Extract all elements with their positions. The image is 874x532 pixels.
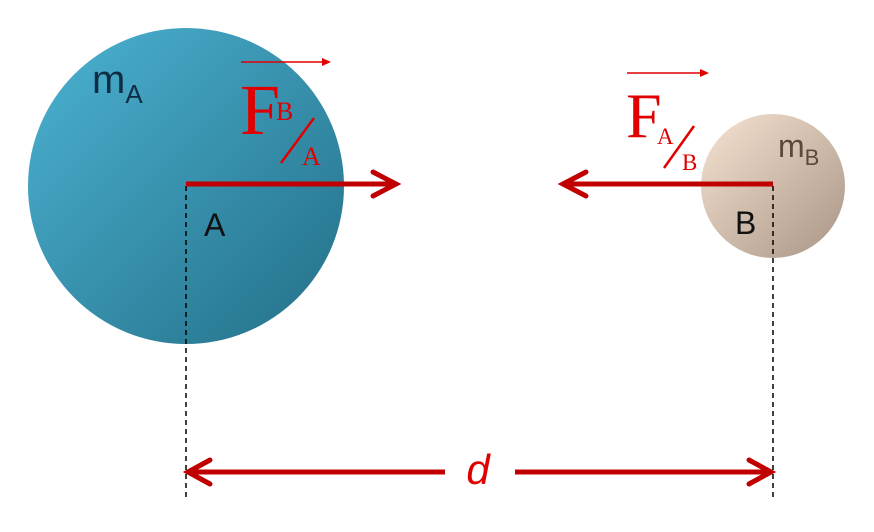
force-a-on-b-denominator: B <box>682 150 697 175</box>
force-arrow-b-on-a <box>186 169 402 199</box>
distance-label: d <box>466 446 491 493</box>
distance-arrow <box>182 457 777 487</box>
force-label-a-on-b: F A B <box>626 69 709 175</box>
force-a-on-b-slash <box>662 125 696 169</box>
vector-arrowhead-icon <box>700 69 709 77</box>
vector-arrowhead-icon <box>322 58 331 66</box>
force-a-on-b-symbol: F <box>626 80 662 151</box>
force-b-on-a-slash <box>279 117 316 164</box>
force-b-on-a-symbol: F <box>240 70 280 150</box>
point-b-label: B <box>735 205 756 241</box>
point-a-label: A <box>204 207 226 243</box>
force-arrow-a-on-b <box>557 169 773 199</box>
force-b-on-a-denominator: A <box>302 142 321 171</box>
force-b-on-a-numerator: B <box>276 97 293 126</box>
mass-b-label: mB <box>778 128 819 170</box>
force-a-on-b-numerator: A <box>657 124 674 149</box>
force-label-b-on-a: F B A <box>240 58 331 171</box>
mass-a-label: mA <box>92 58 143 109</box>
